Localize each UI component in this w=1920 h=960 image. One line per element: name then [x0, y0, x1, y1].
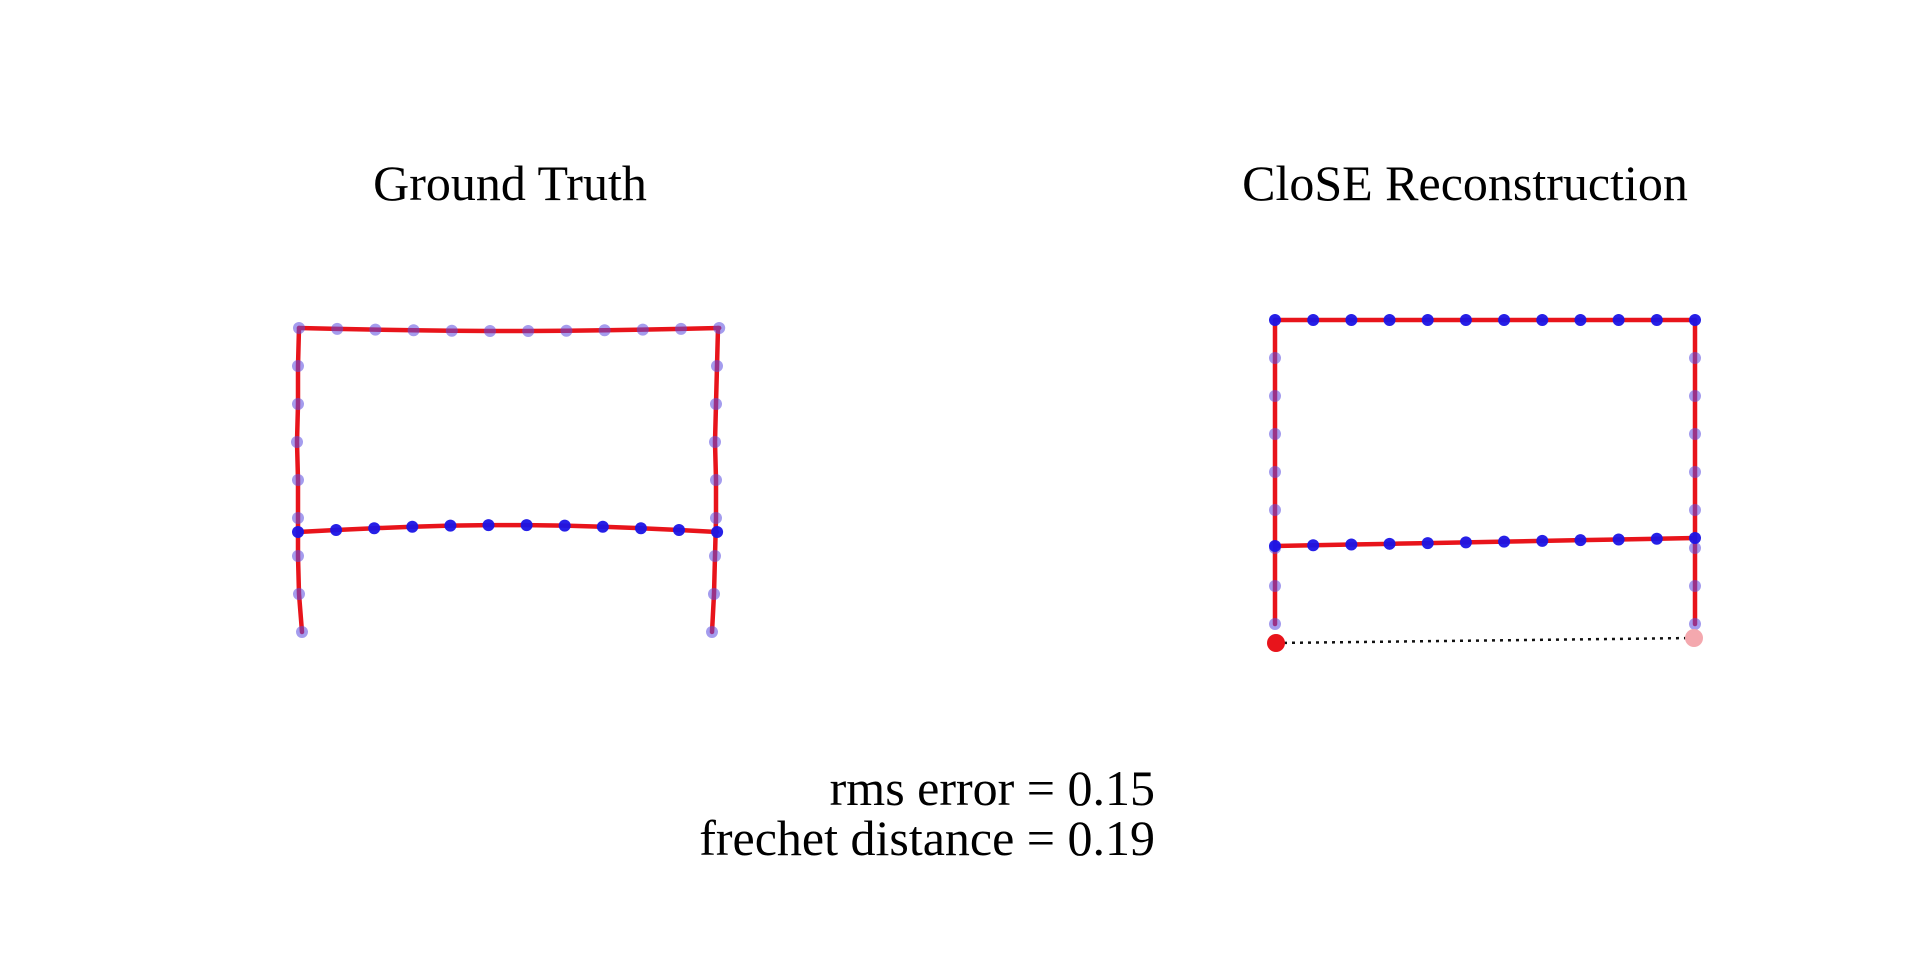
reconstruction-sample-point: [1383, 314, 1396, 326]
rms-error-label: rms error = 0.15: [830, 760, 1155, 816]
panel-title-ground-truth: Ground Truth: [373, 155, 647, 211]
ground-truth-sample-point: [292, 526, 304, 538]
reconstruction-sample-point: [1269, 428, 1281, 440]
ground-truth-sample-point: [598, 324, 611, 337]
ground-truth-sample-point: [713, 322, 726, 334]
ground-truth-sample-point: [710, 512, 722, 524]
ground-truth-top-stroke: [296, 325, 722, 334]
reconstruction-sample-point: [1650, 532, 1663, 545]
ground-truth-sketch: [291, 322, 726, 638]
ground-truth-sample-point: [407, 324, 420, 337]
reconstruction-sample-point: [1536, 314, 1549, 326]
ground-truth-sample-point: [482, 519, 495, 532]
ground-truth-sample-point: [331, 322, 344, 335]
reconstruction-sample-point: [1689, 532, 1701, 544]
reconstruction-sample-point: [1421, 314, 1434, 326]
ground-truth-sample-point: [368, 522, 381, 535]
reconstruction-sample-point: [1307, 314, 1320, 326]
reconstruction-sample-point: [1269, 390, 1281, 402]
start-point-marker: [1267, 634, 1285, 652]
reconstruction-sample-point: [1689, 428, 1701, 440]
reconstruction-sample-point: [1689, 580, 1701, 592]
ground-truth-sample-point: [636, 323, 649, 336]
ground-truth-sample-point: [675, 322, 687, 335]
reconstruction-sample-point: [1345, 538, 1358, 551]
ground-truth-sample-point: [296, 626, 308, 638]
ground-truth-sample-point: [444, 519, 457, 532]
reconstruction-sample-point: [1612, 314, 1625, 326]
ground-truth-sample-point: [520, 519, 533, 532]
reconstruction-sample-point: [1269, 580, 1281, 592]
ground-truth-sample-point: [369, 323, 382, 336]
reconstruction-sample-point: [1269, 314, 1281, 326]
reconstruction-sample-point: [1689, 504, 1701, 516]
reconstruction-sample-point: [1269, 618, 1281, 630]
reconstruction-sample-point: [1536, 534, 1549, 547]
reconstruction-sketch: [1267, 314, 1703, 652]
ground-truth-sample-point: [558, 519, 571, 532]
ground-truth-sample-point: [711, 526, 724, 538]
ground-truth-sample-point: [292, 512, 304, 524]
reconstruction-sample-point: [1269, 352, 1281, 364]
endpoint-gap-line: [1275, 636, 1695, 645]
ground-truth-sample-point: [330, 524, 343, 537]
ground-truth-sample-point: [293, 588, 305, 600]
end-point-marker: [1685, 629, 1703, 647]
ground-truth-sample-point: [708, 588, 720, 600]
reconstruction-sample-point: [1345, 314, 1358, 326]
reconstruction-sample-point: [1383, 537, 1396, 550]
reconstruction-sample-point: [1574, 314, 1587, 326]
reconstruction-sample-point: [1459, 314, 1472, 326]
ground-truth-sample-point: [709, 550, 721, 562]
reconstruction-sample-point: [1269, 540, 1281, 552]
reconstruction-sample-point: [1612, 533, 1625, 546]
reconstruction-sample-point: [1269, 466, 1281, 478]
panel-title-reconstruction: CloSE Reconstruction: [1242, 155, 1688, 211]
reconstruction-sample-point: [1574, 534, 1587, 547]
ground-truth-sample-point: [292, 398, 304, 410]
ground-truth-sample-point: [709, 436, 721, 448]
ground-truth-sample-point: [634, 522, 647, 535]
ground-truth-sample-point: [484, 324, 496, 337]
ground-truth-sample-point: [522, 324, 535, 337]
reconstruction-sample-point: [1498, 535, 1511, 548]
ground-truth-sample-point: [293, 322, 305, 334]
ground-truth-sample-point: [292, 474, 304, 486]
reconstruction-sample-point: [1459, 536, 1472, 549]
reconstruction-sample-point: [1650, 314, 1663, 326]
reconstruction-sample-point: [1498, 314, 1511, 326]
reconstruction-sample-point: [1689, 352, 1701, 364]
ground-truth-crossbar-stroke: [295, 522, 720, 535]
ground-truth-sample-point: [710, 398, 722, 410]
reconstruction-sample-point: [1689, 314, 1701, 326]
ground-truth-sample-point: [406, 520, 419, 533]
ground-truth-sample-point: [596, 520, 609, 533]
ground-truth-sample-point: [292, 360, 304, 372]
ground-truth-sample-point: [673, 524, 685, 537]
reconstruction-crossbar-stroke: [1272, 535, 1698, 549]
ground-truth-sample-point: [291, 436, 303, 448]
ground-truth-sample-point: [711, 360, 723, 372]
ground-truth-sample-point: [445, 324, 458, 337]
ground-truth-sample-point: [560, 324, 573, 337]
reconstruction-sample-point: [1689, 542, 1701, 554]
reconstruction-sample-point: [1307, 539, 1320, 552]
frechet-distance-label: frechet distance = 0.19: [699, 810, 1155, 866]
reconstruction-sample-point: [1689, 466, 1701, 478]
ground-truth-sample-point: [706, 626, 718, 638]
ground-truth-sample-point: [292, 550, 304, 562]
reconstruction-sample-point: [1689, 618, 1701, 630]
ground-truth-sample-point: [710, 474, 722, 486]
reconstruction-sample-point: [1421, 537, 1434, 550]
reconstruction-sample-point: [1689, 390, 1701, 402]
reconstruction-sample-point: [1269, 504, 1281, 516]
